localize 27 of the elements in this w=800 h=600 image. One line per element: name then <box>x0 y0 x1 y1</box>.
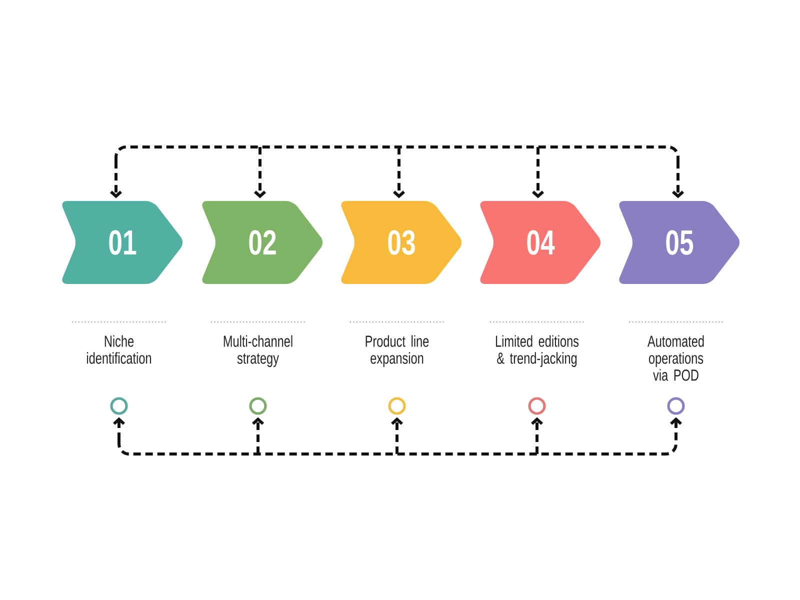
arrow <box>672 161 684 198</box>
ring-marker <box>667 397 685 415</box>
process-step: 01 <box>62 201 182 284</box>
arrow <box>670 417 682 440</box>
arrow <box>252 417 264 454</box>
arrow <box>532 147 544 198</box>
ring-marker <box>528 397 546 415</box>
ring-marker <box>388 397 406 415</box>
step-label: Limited editions & trend-jacking <box>496 335 579 367</box>
arrow <box>531 417 543 454</box>
process-step: 02 <box>202 201 322 284</box>
step-label: Niche identification <box>87 335 152 364</box>
ring-marker <box>249 397 267 415</box>
step-label: Multi-channel strategy <box>224 335 292 367</box>
arrow <box>393 147 405 198</box>
process-step: 03 <box>341 201 462 284</box>
connector-line <box>118 440 678 456</box>
step-label: Automated operations via POD <box>648 335 704 381</box>
process-step: 04 <box>480 201 600 284</box>
ring-marker <box>110 397 128 415</box>
arrow <box>110 161 122 198</box>
process-step: 05 <box>619 201 740 284</box>
arrow <box>254 147 266 198</box>
arrow <box>113 417 126 440</box>
step-label: Product line expansion <box>366 335 429 367</box>
connector-line <box>114 146 680 162</box>
arrow <box>391 417 403 454</box>
